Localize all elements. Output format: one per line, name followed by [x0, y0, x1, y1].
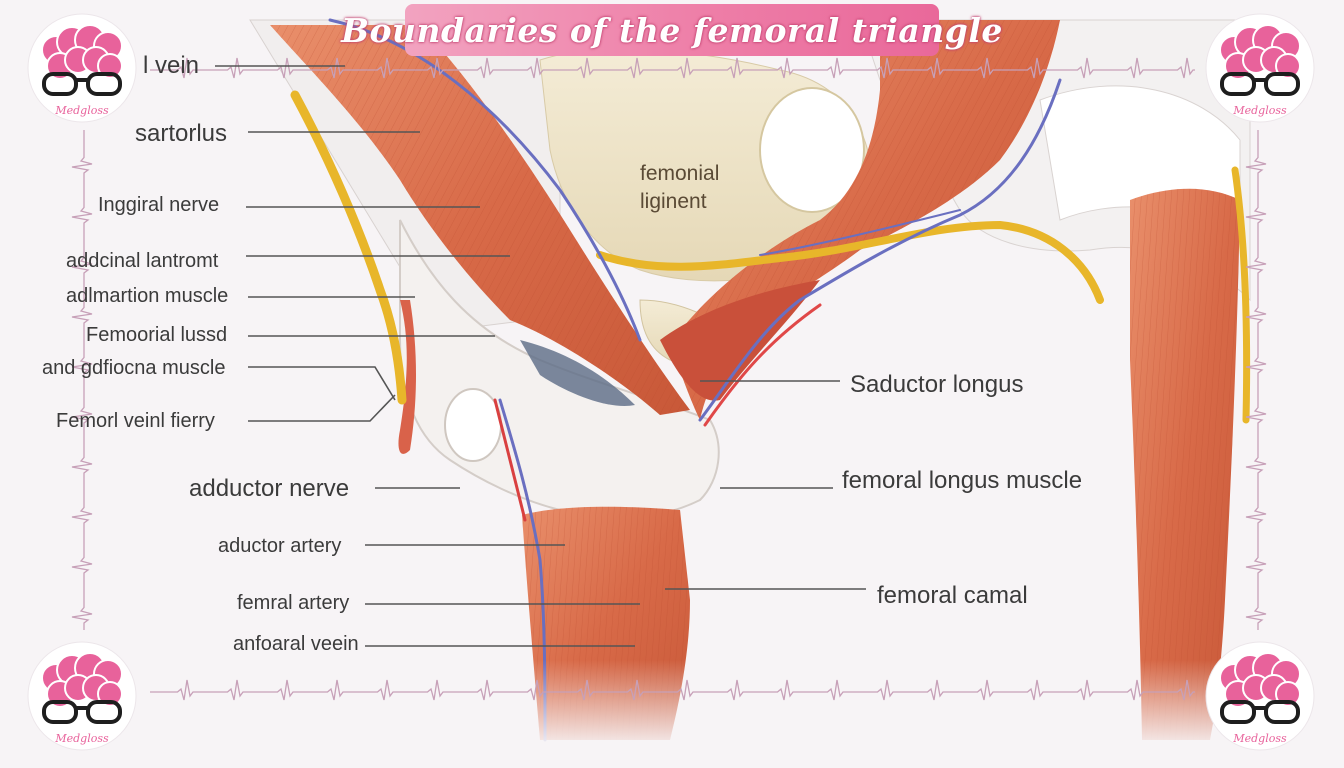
right-thigh-muscle — [1130, 188, 1240, 740]
glasses-icon — [1220, 72, 1300, 96]
label-femoral-artery: femral artery — [237, 592, 350, 614]
leader-lines — [215, 65, 866, 647]
sartorius-muscle — [270, 25, 690, 415]
glasses-icon — [42, 72, 122, 96]
medgloss-logo-top-right: Medgloss — [1204, 12, 1316, 124]
label-inguinal-nerve: Inggiral nerve — [98, 194, 220, 216]
medgloss-logo-bottom-right: Medgloss — [1204, 640, 1316, 752]
svg-text:Medgloss: Medgloss — [1232, 732, 1287, 745]
medgloss-logo-top-left: Medgloss — [26, 12, 138, 124]
label-femoral-vein-artery: Femorl veinl fierry — [56, 410, 215, 432]
iliopsoas-muscle — [660, 20, 1060, 420]
left-pectineus-strip — [398, 300, 416, 454]
brain-icon — [41, 24, 123, 80]
label-adductor-nerve: adductor nerve — [189, 475, 350, 502]
label-pectineus-muscle: and gdfiocna muscle — [42, 357, 226, 379]
label-femoral-canal: femoral camal — [877, 582, 1028, 609]
diagram-title: Boundaries of the femoral triangle — [341, 10, 1003, 50]
label-femoral-fossa: Femoorial lussd — [86, 324, 228, 346]
ekg-border-lines — [71, 57, 1267, 701]
label-femoral-longus-muscle: femoral longus muscle — [842, 467, 1083, 494]
label-adductor-artery: aductor artery — [218, 535, 342, 557]
brain-icon — [41, 652, 123, 708]
label-adductor-longus: Saductor longus — [850, 371, 1024, 398]
label-femoral-vein: anfoaral veein — [233, 633, 359, 655]
label-femoral-ligament-1: femonial — [640, 162, 720, 185]
svg-text:Medgloss: Medgloss — [54, 104, 109, 117]
label-femoral-ligament-2: liginent — [640, 190, 707, 213]
medgloss-logo-bottom-left: Medgloss — [26, 640, 138, 752]
label-inguinal-ligament: addcinal lantromt — [66, 250, 219, 272]
label-adductor-muscle: adlmartion muscle — [66, 285, 229, 307]
glasses-icon — [42, 700, 122, 724]
nerves — [290, 90, 1251, 424]
vessels — [328, 18, 1062, 742]
svg-text:Medgloss: Medgloss — [1232, 104, 1287, 117]
title-banner: Boundaries of the femoral triangle — [341, 4, 1002, 56]
svg-text:Medgloss: Medgloss — [54, 732, 109, 745]
glasses-icon — [1220, 700, 1300, 724]
label-l-vein: l vein — [143, 52, 200, 79]
label-sartorius: sartorlus — [135, 120, 228, 147]
